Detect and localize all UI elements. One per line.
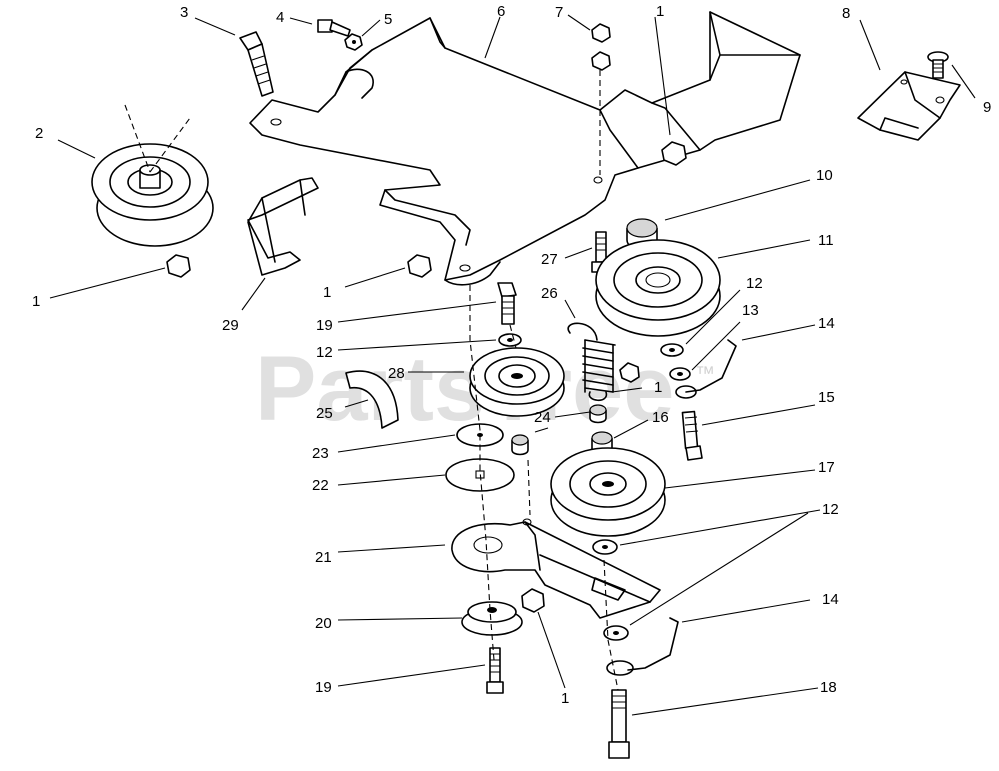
part-28-pulley[interactable] bbox=[469, 347, 565, 417]
callout-12-center: 12 bbox=[316, 344, 333, 361]
callout-5: 5 bbox=[384, 11, 392, 28]
part-1-nut-center[interactable] bbox=[407, 254, 432, 278]
part-24-spacer[interactable] bbox=[511, 434, 529, 456]
part-1-nut-lower[interactable] bbox=[521, 588, 545, 613]
part-21-idler-arm[interactable] bbox=[451, 518, 661, 619]
part-25-belt-guide[interactable] bbox=[345, 370, 399, 429]
callout-12-upper: 12 bbox=[746, 275, 763, 292]
callout-1-top: 1 bbox=[656, 3, 664, 20]
callout-24: 24 bbox=[534, 409, 551, 426]
callout-13: 13 bbox=[742, 302, 759, 319]
callout-6: 6 bbox=[497, 3, 505, 20]
callout-19-upper: 19 bbox=[316, 317, 333, 334]
callout-labels: 3 4 5 6 7 1 8 9 2 1 29 1 10 11 27 26 12 … bbox=[32, 3, 991, 707]
callout-12-lower: 12 bbox=[822, 501, 839, 518]
callout-1-left: 1 bbox=[32, 293, 40, 310]
leader-lines bbox=[49, 14, 976, 716]
callout-29: 29 bbox=[222, 317, 239, 334]
callout-19-lower: 19 bbox=[315, 679, 332, 696]
part-19-bolt-lower[interactable] bbox=[486, 647, 504, 694]
callout-26: 26 bbox=[541, 285, 558, 302]
callout-18: 18 bbox=[820, 679, 837, 696]
part-1-nut-spring[interactable] bbox=[619, 362, 640, 383]
part-26-spring[interactable] bbox=[567, 322, 616, 402]
callout-1-lower: 1 bbox=[561, 690, 569, 707]
part-7-nut[interactable] bbox=[591, 23, 611, 71]
part-14-rod-upper[interactable] bbox=[675, 339, 737, 399]
callout-7: 7 bbox=[555, 4, 563, 21]
callout-14-upper: 14 bbox=[818, 315, 835, 332]
part-15-bolt[interactable] bbox=[681, 410, 703, 461]
callout-3: 3 bbox=[180, 4, 188, 21]
part-1-nut-left[interactable] bbox=[166, 254, 191, 278]
callout-14-lower: 14 bbox=[822, 591, 839, 608]
part-17-pulley[interactable] bbox=[550, 447, 666, 537]
part-13-washer[interactable] bbox=[669, 367, 691, 381]
callout-1-center: 1 bbox=[323, 284, 331, 301]
guide-line-mid2 bbox=[527, 459, 531, 516]
part-18-bolt[interactable] bbox=[608, 689, 630, 759]
part-4-bolt[interactable] bbox=[317, 19, 351, 37]
part-12-washer-arm[interactable] bbox=[592, 539, 618, 555]
part-14-rod-lower[interactable] bbox=[606, 617, 679, 676]
guide-line-left bbox=[469, 285, 495, 661]
part-8-small-bracket[interactable] bbox=[857, 71, 961, 141]
callout-23: 23 bbox=[312, 445, 329, 462]
watermark-trademark: ™ bbox=[695, 363, 715, 385]
part-19-bolt-upper[interactable] bbox=[497, 282, 517, 325]
part-1-nut-plate[interactable] bbox=[661, 141, 687, 166]
part-5-nut[interactable] bbox=[344, 33, 363, 51]
callout-25: 25 bbox=[316, 405, 333, 422]
callout-28: 28 bbox=[388, 365, 405, 382]
callout-27: 27 bbox=[541, 251, 558, 268]
part-11-pulley[interactable] bbox=[595, 239, 721, 337]
part-6-main-plate[interactable] bbox=[249, 11, 801, 286]
guide-line-right bbox=[603, 559, 619, 691]
callout-4: 4 bbox=[276, 9, 284, 26]
part-12-washer-center[interactable] bbox=[498, 333, 522, 347]
callout-16: 16 bbox=[652, 409, 669, 426]
part-12-washer-lower[interactable] bbox=[603, 625, 629, 641]
callout-2: 2 bbox=[35, 125, 43, 142]
part-2-idler-pulley[interactable] bbox=[91, 104, 214, 247]
callout-21: 21 bbox=[315, 549, 332, 566]
callout-10: 10 bbox=[816, 167, 833, 184]
part-9-carriage-bolt[interactable] bbox=[927, 51, 949, 79]
callout-22: 22 bbox=[312, 477, 329, 494]
callout-17: 17 bbox=[818, 459, 835, 476]
callout-11: 11 bbox=[818, 232, 834, 249]
part-24-spacer-right[interactable] bbox=[589, 404, 607, 424]
guide-line-mid bbox=[509, 324, 517, 349]
watermark-text: PartsTree bbox=[255, 338, 674, 440]
callout-20: 20 bbox=[315, 615, 332, 632]
part-20-bushing[interactable] bbox=[461, 601, 523, 636]
part-12-washer-upper[interactable] bbox=[660, 343, 684, 357]
callout-8: 8 bbox=[842, 5, 850, 22]
part-29-left-bracket[interactable] bbox=[247, 177, 319, 276]
callout-9: 9 bbox=[983, 99, 991, 116]
callout-1-spring: 1 bbox=[654, 379, 662, 396]
part-3-bolt[interactable] bbox=[239, 31, 274, 97]
callout-15: 15 bbox=[818, 389, 835, 406]
